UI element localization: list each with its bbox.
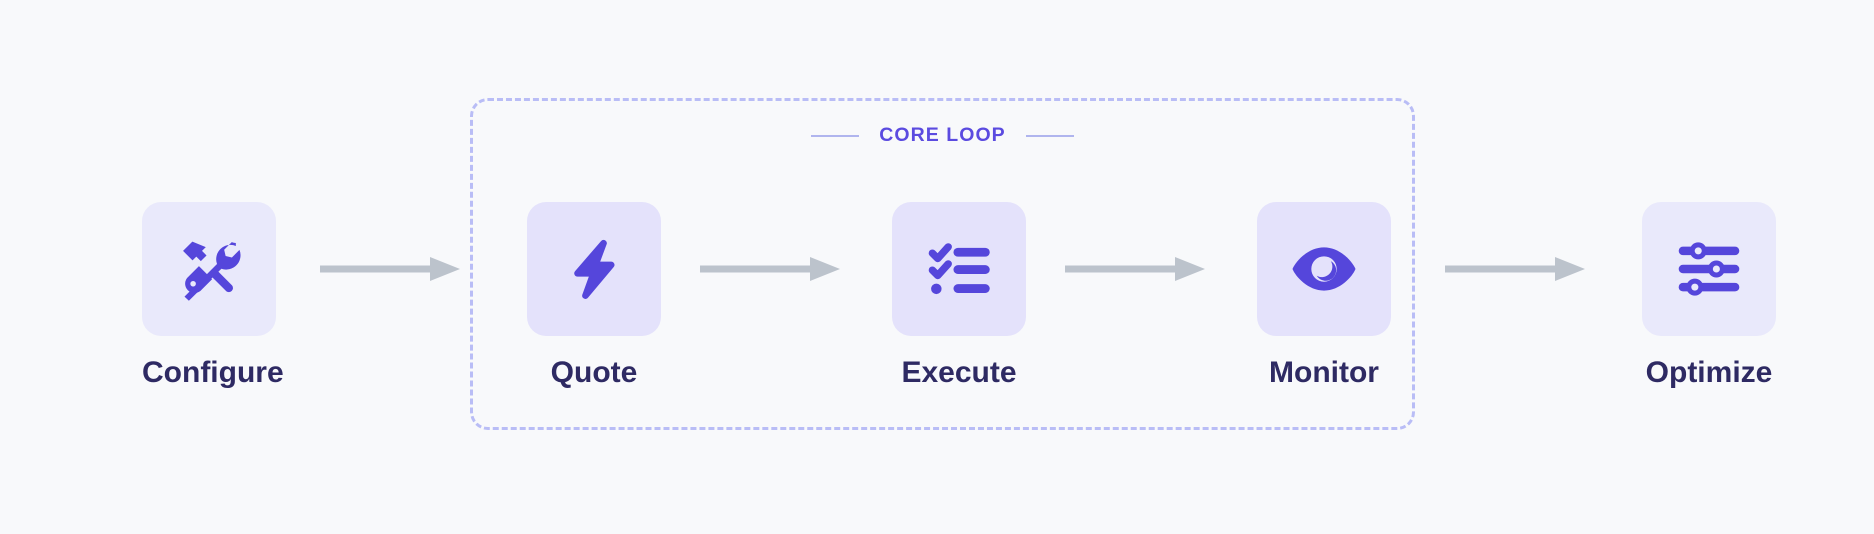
arrow-right-icon-execute-to-monitor bbox=[1065, 255, 1205, 283]
checklist-icon bbox=[925, 235, 993, 303]
step-label-monitor: Monitor bbox=[1269, 356, 1379, 389]
step-label-optimize: Optimize bbox=[1645, 356, 1773, 389]
flow-step-execute[interactable]: Execute bbox=[892, 202, 1026, 389]
flow-step-monitor[interactable]: Monitor bbox=[1257, 202, 1391, 389]
arrow-right-icon-quote-to-execute bbox=[700, 255, 840, 283]
step-label-execute: Execute bbox=[901, 356, 1017, 389]
arrow-right-icon-configure-to-quote bbox=[320, 255, 460, 283]
step-icon-tile-monitor bbox=[1257, 202, 1391, 336]
sliders-icon bbox=[1675, 235, 1743, 303]
eye-icon bbox=[1289, 234, 1359, 304]
flow-step-quote[interactable]: Quote bbox=[527, 202, 661, 389]
tools-icon bbox=[174, 234, 244, 304]
flow-step-configure[interactable]: Configure bbox=[142, 202, 284, 389]
step-label-quote: Quote bbox=[550, 356, 638, 389]
core-loop-region bbox=[470, 98, 1415, 430]
arrow-right-icon-monitor-to-optimize bbox=[1445, 255, 1585, 283]
step-label-configure: Configure bbox=[142, 356, 284, 389]
lightning-bolt-icon bbox=[561, 236, 627, 302]
step-icon-tile-execute bbox=[892, 202, 1026, 336]
flow-step-optimize[interactable]: Optimize bbox=[1642, 202, 1776, 389]
step-icon-tile-quote bbox=[527, 202, 661, 336]
step-icon-tile-optimize bbox=[1642, 202, 1776, 336]
step-icon-tile-configure bbox=[142, 202, 276, 336]
